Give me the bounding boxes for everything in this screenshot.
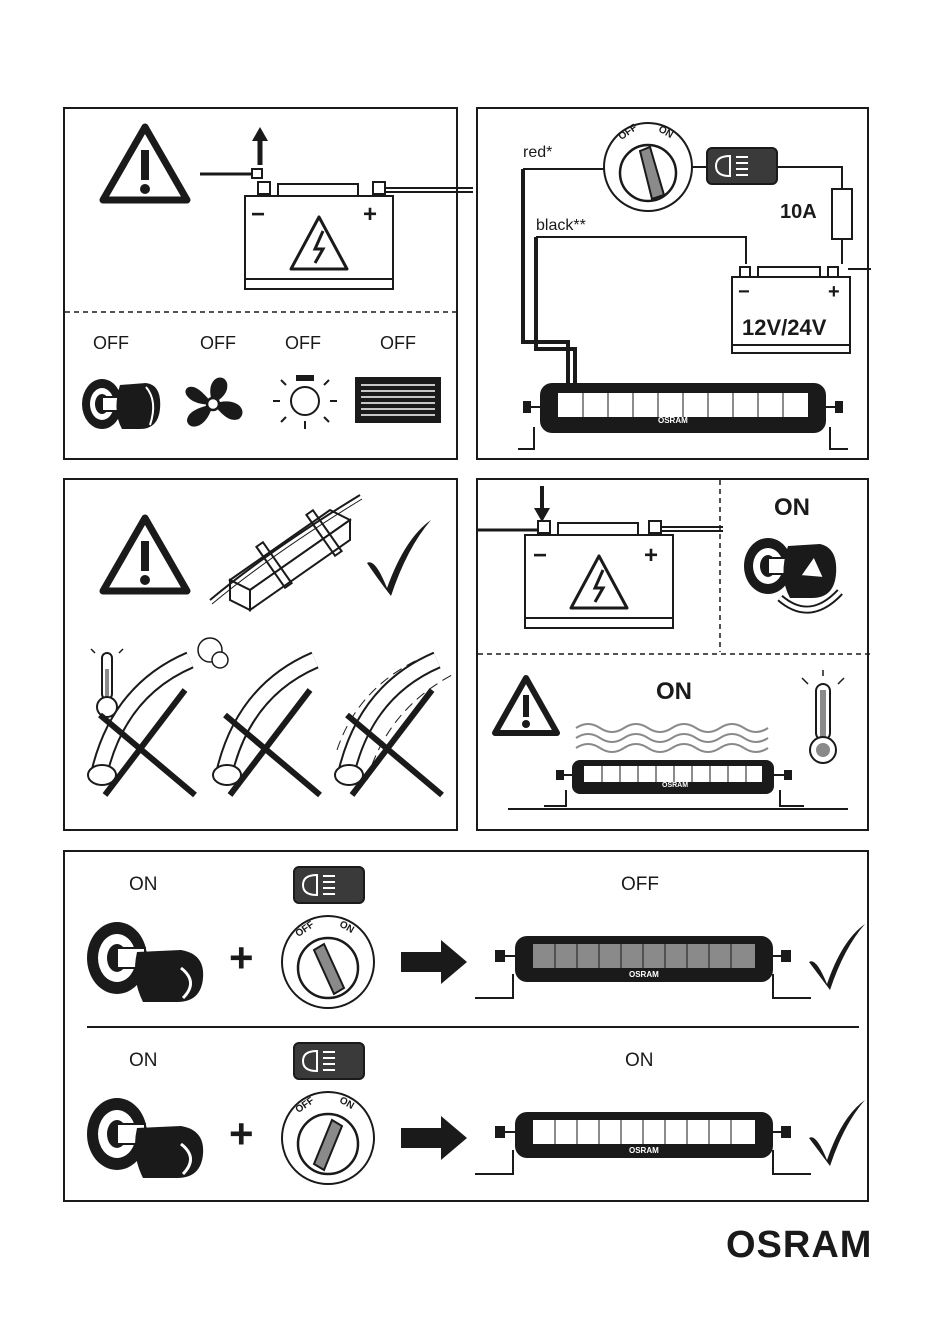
ground-line: [508, 806, 848, 812]
ignition-key-icon: [80, 371, 165, 441]
row2-light-bar-brand: OSRAM: [629, 1146, 659, 1155]
ignition-on-label: ON: [774, 494, 810, 522]
row2-plus-label: +: [229, 1110, 254, 1158]
check-icon: [365, 518, 435, 598]
row2-ignition-label: ON: [129, 1050, 158, 1072]
rear-heater-icon: [355, 377, 445, 427]
panel-operating-logic: ON OFF + OFF ON: [63, 850, 869, 1202]
panel-cable-routing: [63, 478, 458, 831]
disconnect-arrow-icon: [200, 127, 280, 187]
heat-damaged-cable-icon: [80, 630, 220, 800]
light-state-label: OFF: [285, 333, 321, 354]
row2-result-label: ON: [625, 1050, 654, 1072]
light-bar-brand: OSRAM: [662, 782, 688, 789]
row2-check-icon: [807, 1098, 867, 1168]
warning-icon: [100, 124, 190, 204]
thermometer-icon: [798, 670, 848, 770]
ignition-key-turn-icon: [740, 528, 850, 628]
ignition-state-label: OFF: [93, 333, 129, 354]
interior-light-icon: [270, 369, 340, 439]
fan-state-label: OFF: [200, 333, 236, 354]
cable-tie-mount-icon: [210, 490, 370, 610]
heater-state-label: OFF: [380, 333, 416, 354]
row1-light-bar-brand: OSRAM: [629, 970, 659, 979]
row1-check-icon: [807, 922, 867, 992]
row-divider: [87, 1025, 867, 1029]
headlight-indicator-icon: [706, 147, 778, 187]
row1-headlight-indicator-icon: [293, 866, 365, 906]
red-wire-label: red*: [523, 144, 552, 162]
battery-icon: [243, 179, 473, 294]
panel-wiring-diagram: red* black** OFF ON 10A − + 12V/24V: [476, 107, 869, 460]
row2-headlight-indicator-icon: [293, 1042, 365, 1082]
battery-icon: [730, 261, 860, 356]
warning-icon: [492, 675, 560, 737]
battery-minus-label: −: [738, 281, 750, 304]
black-wire-label: black**: [536, 217, 586, 235]
operating-on-label: ON: [656, 678, 692, 706]
light-bar-brand: OSRAM: [658, 416, 688, 425]
warning-icon: [100, 515, 190, 595]
row1-ignition-label: ON: [129, 874, 158, 896]
fuse-label: 10A: [780, 201, 817, 224]
battery-plus-label: +: [363, 201, 377, 229]
vibrating-cable-icon: [327, 630, 457, 800]
row1-arrow-icon: [401, 938, 471, 988]
pinched-cable-icon: [205, 630, 335, 800]
divider: [65, 310, 458, 314]
brand-logo: OSRAM: [726, 1224, 872, 1267]
panel-reconnect-test: − + ON ON: [476, 478, 869, 831]
row1-plus-label: +: [229, 934, 254, 982]
row1-result-label: OFF: [621, 874, 659, 896]
row2-rotary-switch-icon: [280, 1090, 376, 1186]
heat-waves-icon: [576, 720, 776, 760]
fan-icon: [177, 371, 257, 441]
rotary-switch-icon: [602, 121, 694, 213]
panel-disconnect-battery: − + OFF OFF OFF OFF: [63, 107, 458, 460]
row2-arrow-icon: [401, 1114, 471, 1164]
voltage-label: 12V/24V: [742, 315, 826, 341]
row2-ignition-key-icon: [85, 1088, 215, 1188]
row1-rotary-switch-icon: [280, 914, 376, 1010]
battery-minus-label: −: [251, 201, 265, 229]
fuse-icon: [830, 187, 854, 241]
row1-ignition-key-icon: [85, 912, 215, 1012]
battery-plus-label: +: [828, 281, 840, 304]
